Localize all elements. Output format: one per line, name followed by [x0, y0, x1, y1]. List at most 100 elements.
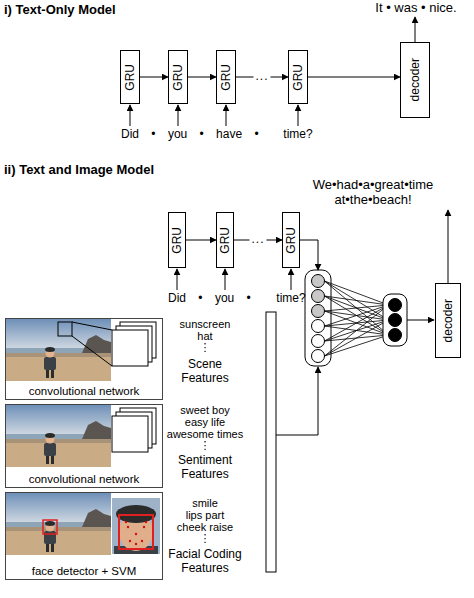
gru-cell: GRU: [282, 212, 300, 268]
hidden-state-arrow: [300, 240, 318, 270]
input-word: time?: [283, 128, 313, 142]
hidden-layer: [383, 294, 407, 346]
projection-line: [72, 322, 112, 330]
weight-line: [325, 335, 389, 356]
gru-cell: GRU: [120, 50, 140, 104]
weight-line: [325, 305, 389, 341]
projection-line: [72, 336, 112, 366]
hidden-neuron: [389, 329, 402, 342]
feature-map: [112, 416, 148, 452]
landmark-dot: [129, 540, 131, 542]
weight-line: [325, 281, 389, 320]
feature-type: Facial Coding Features: [160, 548, 250, 576]
feature-word: lips part: [160, 509, 250, 522]
decoder-box: decoder: [435, 283, 461, 358]
feature-word: sweet boy: [160, 404, 250, 417]
box-label: decoder: [409, 58, 421, 101]
feature-word: sunscreen: [160, 318, 250, 331]
ellipsis: ⋮: [160, 532, 250, 545]
box-label: decoder: [442, 299, 454, 342]
beach-photo: [6, 405, 111, 467]
input-arrow: [291, 269, 292, 290]
image-panel: convolutional network: [5, 318, 163, 400]
landmark-dot: [125, 521, 127, 523]
box-label: GRU: [172, 64, 184, 91]
ellipsis: ⋮: [160, 439, 250, 452]
panel-caption: convolutional network: [29, 385, 140, 397]
feature-word: cheek raise: [160, 521, 250, 534]
weight-line: [325, 320, 389, 356]
panel-caption: convolutional network: [29, 473, 140, 485]
decoder-box: decoder: [400, 42, 430, 118]
hidden-neuron: [389, 299, 402, 312]
gru-cell: GRU: [168, 50, 188, 104]
face-box: [43, 520, 57, 534]
flow-arrow: [308, 77, 400, 78]
weight-line: [325, 305, 389, 356]
edge-label: ...: [253, 69, 270, 83]
box-label: GRU: [219, 227, 231, 254]
face-box: [119, 515, 153, 549]
flow-arrow: [186, 240, 216, 241]
input-arrow: [130, 105, 131, 126]
gru-cell: GRU: [216, 212, 234, 268]
panel-caption: face detector + SVM: [32, 565, 137, 577]
landmark-dot: [143, 526, 145, 528]
output-arrow: [448, 210, 449, 283]
input-words: Did • you •: [168, 292, 251, 306]
box-label: GRU: [220, 64, 232, 91]
feature-vector: [266, 312, 276, 572]
weight-line: [325, 296, 389, 335]
beach-photo: [6, 319, 111, 381]
box-label: GRU: [124, 64, 136, 91]
edge-label: ...: [249, 232, 266, 246]
output-sentence: We•had•a•great•time at•the•beach!: [298, 178, 448, 208]
text-neuron: [312, 290, 325, 303]
input-arrow: [226, 105, 227, 126]
beach-photo: [6, 493, 111, 555]
landmark-dot: [135, 533, 137, 535]
landmark-dot: [127, 526, 129, 528]
image-neuron: [312, 350, 325, 363]
image-neuron: [312, 335, 325, 348]
input-arrow: [298, 105, 299, 126]
image-neuron: [312, 320, 325, 333]
feature-word: awesome times: [160, 428, 250, 441]
hidden-neuron: [389, 314, 402, 327]
box-label: GRU: [171, 227, 183, 254]
text-neuron: [312, 305, 325, 318]
feature-word: smile: [160, 497, 250, 510]
feature-type: Scene Features: [170, 358, 240, 386]
feature-word: easy life: [160, 416, 250, 429]
input-arrow: [177, 269, 178, 290]
gru-cell: GRU: [288, 50, 308, 104]
text-neuron: [312, 275, 325, 288]
section-heading: ii) Text and Image Model: [4, 163, 154, 178]
section-heading: i) Text-Only Model: [4, 3, 116, 18]
landmark-dot: [135, 543, 137, 545]
landmark-dot: [145, 521, 147, 523]
face-inset: [112, 498, 160, 554]
input-arrow: [178, 105, 179, 126]
weight-line: [325, 281, 389, 335]
gru-cell: GRU: [216, 50, 236, 104]
feature-word: hat: [160, 330, 250, 343]
feature-arrow: [276, 367, 318, 435]
fusion-arrow: [407, 320, 434, 321]
landmark-dot: [141, 540, 143, 542]
image-panel: convolutional network: [5, 404, 163, 488]
feature-type: Sentiment Features: [170, 454, 240, 482]
ellipsis: ⋮: [160, 341, 250, 354]
receptive-field: [58, 322, 72, 336]
gru-cell: GRU: [168, 212, 186, 268]
box-label: GRU: [285, 227, 297, 254]
flow-arrow: [140, 77, 168, 78]
input-layer: [305, 270, 331, 366]
weight-line: [325, 296, 389, 305]
flow-arrow: [188, 77, 216, 78]
input-words: Did • you • have •: [121, 128, 259, 142]
output-arrow: [415, 17, 416, 42]
input-arrow: [225, 269, 226, 290]
